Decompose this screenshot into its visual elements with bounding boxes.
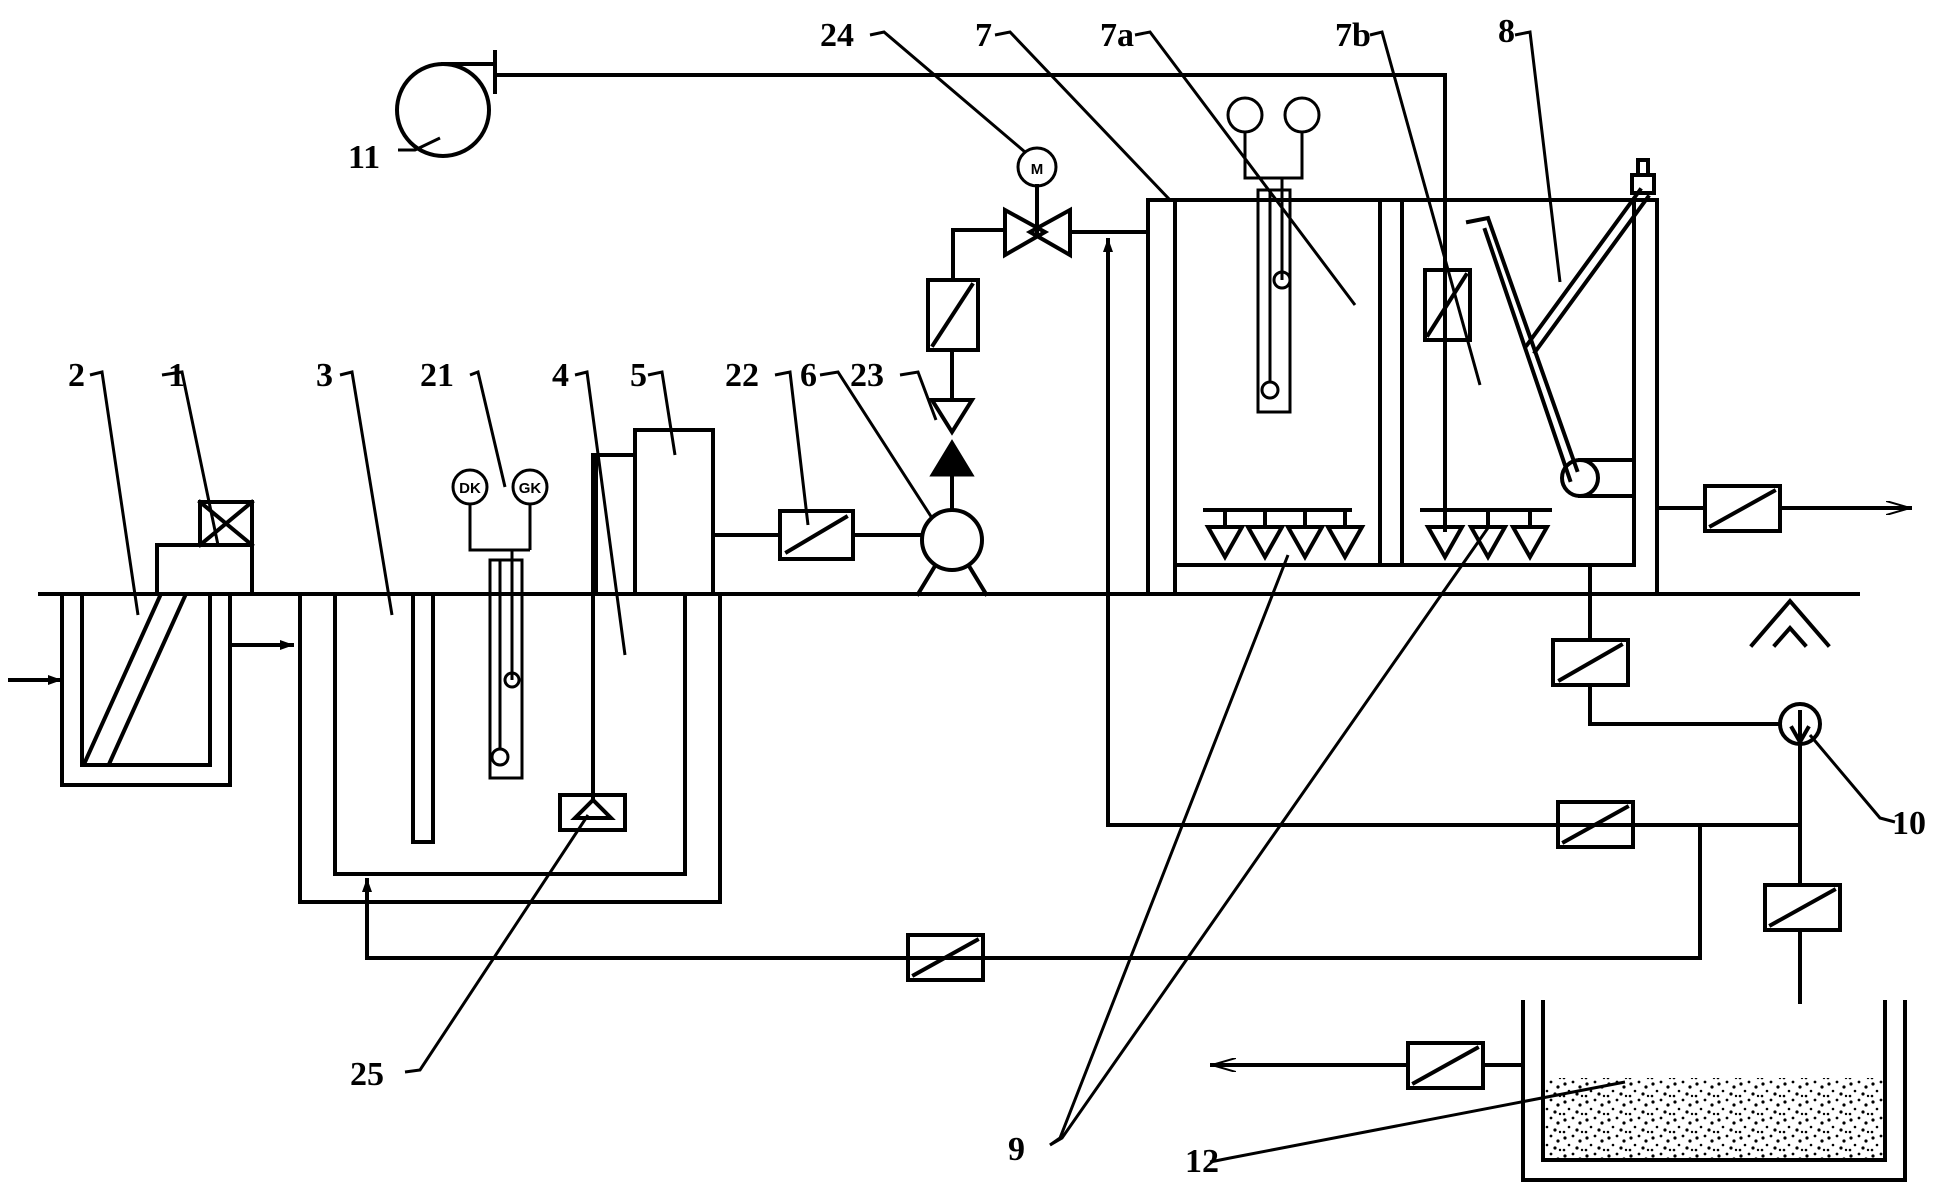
valve-line-23-24 [926,146,1150,512]
label-7: 7 [975,17,992,54]
label-7b: 7b [1335,17,1371,54]
screen-tank-2 [60,592,232,787]
label-25: 25 [350,1056,384,1093]
label-2: 2 [68,357,85,394]
probe-21-do-text: DK [459,480,481,497]
effluent-line [1655,484,1912,533]
label-12: 12 [1185,1143,1219,1180]
label-4: 4 [552,357,569,394]
sludge-return [362,238,1842,1004]
label-1: 1 [168,357,185,394]
probe-21 [451,468,549,780]
diffuser-25 [558,453,627,832]
probe-21-ph-text: GK [519,480,542,497]
label-23: 23 [850,357,884,394]
label-10: 10 [1892,805,1926,842]
label-7a: 7a [1100,17,1134,54]
label-5: 5 [630,357,647,394]
screen-machine-1 [155,499,255,596]
aerators-9 [1203,508,1552,562]
label-11: 11 [348,139,380,176]
label-24: 24 [820,17,854,54]
scraper-8 [1465,158,1656,498]
blower-11 [395,50,1447,532]
motor-valve-text: M [1031,161,1044,178]
label-21: 21 [420,357,454,394]
label-8: 8 [1498,13,1515,50]
ground-line [38,592,1860,648]
leader-lines [89,30,1896,1164]
probe-7a [1226,96,1321,414]
bio-tank-3-4 [298,592,722,904]
label-22: 22 [725,357,759,394]
label-3: 3 [316,357,333,394]
label-6: 6 [800,357,817,394]
mbr-tank-7 [1146,198,1659,596]
control-cabinet-5 [594,428,715,596]
label-9: 9 [1008,1131,1025,1168]
sludge-tank-12 [1210,1000,1907,1182]
lift-pump-line [711,508,989,597]
